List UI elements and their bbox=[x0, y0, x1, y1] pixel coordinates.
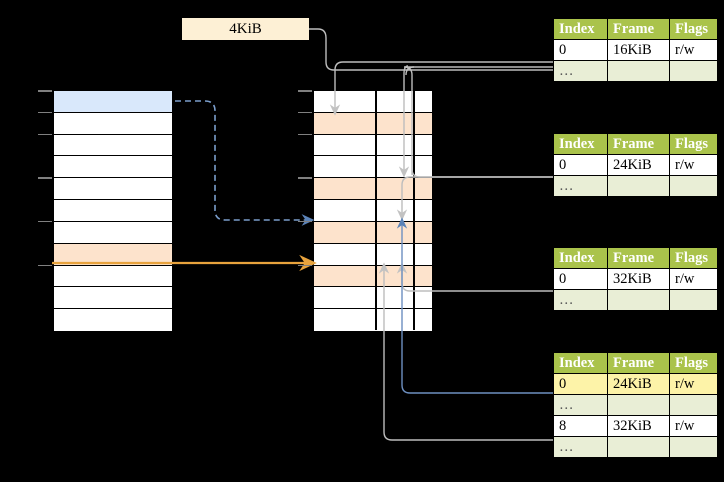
cell-index: 0 bbox=[553, 373, 608, 395]
page-directory-tick-7 bbox=[38, 220, 52, 223]
column-header-index: Index bbox=[553, 247, 608, 269]
cell-index: … bbox=[553, 394, 608, 416]
cell-frame: 24KiB bbox=[607, 373, 670, 395]
cell-frame: 32KiB bbox=[607, 415, 670, 437]
page-directory-tick-2 bbox=[38, 111, 52, 114]
middle-strip-divider-2 bbox=[413, 90, 415, 330]
column-header-frame: Frame bbox=[607, 18, 670, 40]
page-table-tick-3 bbox=[298, 133, 312, 136]
cell-frame bbox=[607, 394, 670, 416]
table-row[interactable]: … bbox=[553, 289, 718, 311]
cell-flags: r/w bbox=[669, 154, 718, 176]
cell-index: 0 bbox=[553, 39, 608, 61]
cell-frame: 32KiB bbox=[607, 268, 670, 290]
column-header-flags: Flags bbox=[669, 352, 718, 374]
page-table-tick-5 bbox=[298, 177, 312, 179]
page-directory-tick-3 bbox=[38, 133, 52, 136]
cell-flags bbox=[669, 289, 718, 311]
page-directory-tick-5 bbox=[38, 177, 52, 179]
page-directory-row-11[interactable] bbox=[54, 309, 172, 331]
cell-flags: r/w bbox=[669, 268, 718, 290]
page-directory-row-5[interactable] bbox=[54, 178, 172, 201]
page-table-strip[interactable] bbox=[313, 90, 433, 331]
page-directory-row-4[interactable] bbox=[54, 156, 172, 179]
cell-flags bbox=[669, 436, 718, 458]
cell-frame bbox=[607, 289, 670, 311]
cell-index: 8 bbox=[553, 415, 608, 437]
cell-index: 0 bbox=[553, 268, 608, 290]
column-header-index: Index bbox=[553, 352, 608, 374]
page-table-tick-2 bbox=[298, 111, 312, 114]
page-directory-row-3[interactable] bbox=[54, 134, 172, 157]
page-directory-row-10[interactable] bbox=[54, 287, 172, 310]
page-directory-tick-1 bbox=[38, 90, 52, 92]
cell-index: 0 bbox=[553, 154, 608, 176]
cell-frame: 24KiB bbox=[607, 154, 670, 176]
connector-left-blue-to-strip-row7 bbox=[175, 100, 315, 226]
table-row[interactable]: … bbox=[553, 394, 718, 416]
cell-frame bbox=[607, 436, 670, 458]
page-directory-row-2[interactable] bbox=[54, 112, 172, 135]
middle-strip-divider bbox=[375, 90, 377, 330]
cell-index: … bbox=[553, 60, 608, 82]
cell-flags: r/w bbox=[669, 39, 718, 61]
cell-flags bbox=[669, 60, 718, 82]
cell-frame bbox=[607, 175, 670, 197]
page-table-tick-7 bbox=[298, 220, 312, 223]
connector-label-to-table1 bbox=[309, 28, 553, 71]
page-directory-row-6[interactable] bbox=[54, 200, 172, 222]
table-row[interactable]: … bbox=[553, 175, 718, 197]
page-table-tick-9 bbox=[298, 264, 312, 267]
cell-index: … bbox=[553, 175, 608, 197]
cell-flags bbox=[669, 394, 718, 416]
page-directory-row-8[interactable] bbox=[54, 243, 172, 266]
size-label-4kib: 4KiB bbox=[182, 18, 309, 40]
column-header-flags: Flags bbox=[669, 247, 718, 269]
column-header-frame: Frame bbox=[607, 133, 670, 155]
cell-flags: r/w bbox=[669, 373, 718, 395]
column-header-index: Index bbox=[553, 18, 608, 40]
page-table-row-2[interactable] bbox=[314, 112, 432, 135]
table-row[interactable]: … bbox=[553, 60, 718, 82]
page-directory-strip[interactable] bbox=[53, 90, 173, 331]
page-table-row-3[interactable] bbox=[314, 134, 432, 157]
column-header-frame: Frame bbox=[607, 352, 670, 374]
cell-frame: 16KiB bbox=[607, 39, 670, 61]
page-directory-tick-9 bbox=[38, 264, 52, 267]
column-header-index: Index bbox=[553, 133, 608, 155]
page-table-tick-1 bbox=[298, 90, 312, 92]
page-directory-row-1[interactable] bbox=[54, 91, 172, 113]
column-header-flags: Flags bbox=[669, 18, 718, 40]
cell-flags: r/w bbox=[669, 415, 718, 437]
cell-index: … bbox=[553, 289, 608, 311]
column-header-flags: Flags bbox=[669, 133, 718, 155]
page-directory-row-7[interactable] bbox=[54, 221, 172, 244]
page-directory-row-9[interactable] bbox=[54, 265, 172, 288]
cell-frame bbox=[607, 60, 670, 82]
cell-index: … bbox=[553, 436, 608, 458]
table-row[interactable]: … bbox=[553, 436, 718, 458]
cell-flags bbox=[669, 175, 718, 197]
column-header-frame: Frame bbox=[607, 247, 670, 269]
